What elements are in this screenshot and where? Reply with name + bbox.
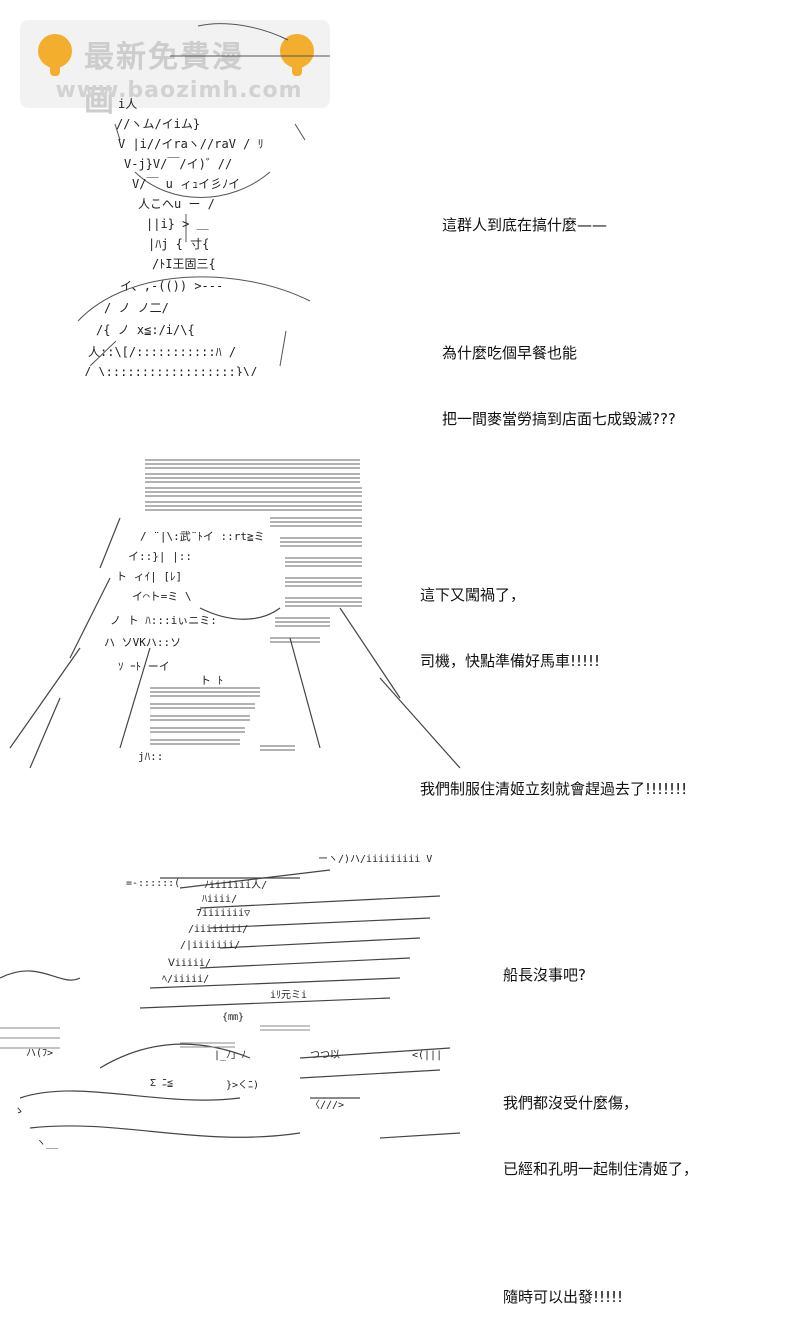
ascii-art-figure-2: / ¨|\:武¨ﾄイ ::rt≧ミ イ::}| |:: ト ィｲ| [ﾚ] イ⌒…: [0, 448, 470, 778]
fig3-line: ーヽ/)ハ/iiiiiiiii V: [318, 854, 432, 865]
dialogue-line: 為什麼吃個早餐也能: [442, 344, 578, 362]
fig1-line: /ﾄI王固三{: [152, 257, 216, 271]
fig3-line: つつ以: [310, 1050, 340, 1061]
fig3-line: Ⅴiiiii/: [168, 958, 211, 969]
fig2-line: ト ﾄ: [200, 674, 223, 687]
panel-3-dialogue: 船長沒事吧? 我們都沒受什麼傷， 已經和孔明一起制住清姬了， 隨時可以出發!!!…: [503, 920, 698, 1330]
fig1-line: V |i//イraヽ//raV / ﾘ: [118, 137, 264, 151]
fig3-line: 〈///>: [310, 1099, 344, 1111]
dialogue-line: 這下又闖禍了，: [420, 586, 526, 604]
fig1-line: イ、,-(()) >---: [120, 279, 223, 293]
fig1-line: V-j}V/￣/イ)゛//: [124, 157, 232, 171]
fig1-line: i人: [118, 97, 137, 111]
fig1-line: 人こへu ー /: [138, 197, 215, 211]
fig1-line: //ヽム/イiム}: [116, 117, 200, 131]
fig2-line: ト ィｲ| [ﾚ]: [116, 570, 182, 583]
ascii-art-figure-2-svg: / ¨|\:武¨ﾄイ ::rt≧ミ イ::}| |:: ト ィｲ| [ﾚ] イ⌒…: [9, 459, 461, 769]
fig3-line: ﾍ/iiiii/: [162, 974, 209, 985]
dialogue-line: 司機，快點準備好馬車!!!!!: [420, 652, 601, 670]
fig3-line: =-::::::(: [126, 878, 180, 889]
fig2-line: ハ ソVKハ::ソ: [104, 636, 181, 649]
watermark-title: 最新免費漫画: [84, 40, 244, 119]
fig1-line: /{ ノ x≦:/i/\{: [96, 323, 195, 337]
fig2-line: イ⌒ト=ミ \: [132, 590, 192, 603]
fig1-line: / ノ ノ二/: [104, 301, 169, 315]
panel-1-dialogue: 這群人到底在搞什麼—— 為什麼吃個早餐也能 把一間麥當勞搞到店面七成毀滅???: [442, 170, 676, 452]
ascii-art-figure-3-svg: ーヽ/)ハ/iiiiiiiii V =-::::::( ﾉiiiiiii人/ ﾊ…: [0, 854, 461, 1149]
fig3-line: ヽ__: [36, 1138, 59, 1149]
fig2-line: イ::}| |::: [128, 550, 192, 563]
fig3-line: ﾊiiii/: [202, 894, 237, 905]
watermark-url: www.baozimh.com: [55, 78, 303, 103]
ascii-art-figure-3: ーヽ/)ハ/iiiiiiiii V =-::::::( ﾉiiiiiii人/ ﾊ…: [0, 848, 470, 1158]
dialogue-line: 把一間麥當勞搞到店面七成毀滅???: [442, 410, 676, 428]
fig3-line: 7iiiiiii▽: [196, 908, 250, 919]
fig2-line: / ¨|\:武¨ﾄイ ::rt≧ミ: [140, 530, 265, 543]
dialogue-line: 船長沒事吧?: [503, 966, 586, 984]
fig3-line: /iiiiiiii/: [188, 924, 248, 935]
fig3-line: <(|||: [412, 1050, 442, 1061]
fig2-line: ｿ ｰﾄ ーイ: [118, 660, 170, 673]
fig3-line: /|iiiiiii/: [180, 940, 240, 951]
fig1-line: ||i} > ＿: [146, 217, 209, 231]
fig3-line: }>くﾆ): [226, 1080, 259, 1091]
fig2-line: ノ ト ﾊ:::iぃニミ:: [110, 614, 217, 627]
fig3-line: iﾘ元ミi: [270, 990, 307, 1001]
fig3-line: Σ ﾆ≦: [150, 1078, 173, 1089]
fig2-line: jﾊ::: [138, 750, 163, 763]
dialogue-line: 我們制服住清姬立刻就會趕過去了!!!!!!!: [420, 780, 688, 798]
dialogue-line: 已經和孔明一起制住清姬了，: [503, 1160, 699, 1178]
fig1-line: V/￣ u ィｭイ彡ﾉイ: [132, 177, 240, 191]
dialogue-line: 這群人到底在搞什麼——: [442, 216, 608, 234]
pointing-hand-icon: [280, 34, 314, 76]
fig3-line: ゝ: [14, 1106, 24, 1117]
fig3-line: ﾉiiiiiii人/: [204, 879, 267, 891]
fig1-line: / \::::::::::::::::::}\/: [84, 365, 257, 376]
watermark: 最新免費漫画 www.baozimh.com: [20, 20, 330, 119]
ascii-art-figure-1: i人 //ヽム/イiム} V |i//イraヽ//raV / ﾘ V-j}V/￣…: [60, 16, 340, 376]
fig3-line: ハ(ﾌ>: [26, 1048, 53, 1059]
fig1-line: |ﾊj { 寸{: [148, 237, 209, 251]
fig1-line: 人::\[/:::::::::::ﾊ /: [88, 345, 236, 359]
dialogue-line: 我們都沒受什麼傷，: [503, 1094, 639, 1112]
ascii-art-figure-1-svg: i人 //ヽム/イiム} V |i//イraヽ//raV / ﾘ V-j}V/￣…: [77, 23, 330, 376]
fig3-line: {㎜}: [222, 1012, 244, 1023]
fig3-line: |_ﾉ」ﾉ: [214, 1050, 246, 1061]
pointing-hand-icon: [38, 34, 72, 76]
dialogue-line: 隨時可以出發!!!!!: [503, 1288, 624, 1306]
panel-2-dialogue: 這下又闖禍了， 司機，快點準備好馬車!!!!! 我們制服住清姬立刻就會趕過去了!…: [420, 540, 687, 822]
